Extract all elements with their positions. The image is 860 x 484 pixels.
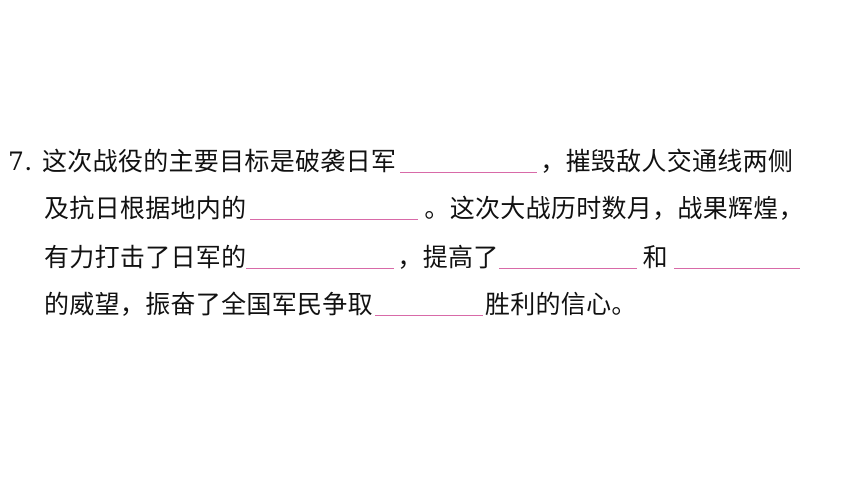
answer-blank-2[interactable] [250, 191, 419, 220]
answer-blank-5[interactable] [673, 240, 800, 269]
line3-text-between: 和 [642, 243, 668, 272]
line4-text-after: 胜利的信心。 [484, 290, 637, 319]
answer-blank-4[interactable] [498, 240, 637, 269]
line3-text-before: 有力打击了日军的 [44, 243, 247, 272]
line1-text-after: ，摧毁敌人交通线两侧 [540, 147, 794, 176]
line1-text-before: 这次战役的主要目标是破袭日军 [42, 147, 397, 176]
question-line-2: 及抗日根据地内的 。这次大战历时数月，战果辉煌， [44, 189, 804, 229]
question-line-1: 7. 这次战役的主要目标是破袭日军 ，摧毁敌人交通线两侧 [8, 142, 793, 182]
question-line-4: 的威望，振奋了全国军民争取 胜利的信心。 [44, 285, 637, 325]
line2-text-before: 及抗日根据地内的 [44, 194, 247, 223]
answer-blank-3[interactable] [246, 240, 395, 269]
question-number: 7. [8, 147, 33, 176]
line4-text-before: 的威望，振奋了全国军民争取 [44, 290, 373, 319]
answer-blank-1[interactable] [400, 144, 538, 173]
line3-text-middle: ，提高了 [397, 243, 499, 272]
question-line-3: 有力打击了日军的 ，提高了 和 [44, 238, 800, 278]
answer-blank-6[interactable] [374, 287, 483, 316]
line2-text-after: 。这次大战历时数月，战果辉煌， [424, 194, 804, 223]
